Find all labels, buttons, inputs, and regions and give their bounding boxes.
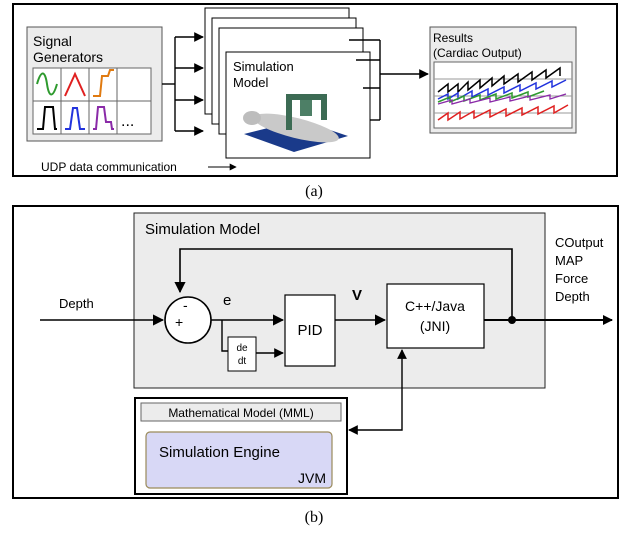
derivative-numerator: de [236, 343, 248, 354]
cpp-java-label: C++/Java [405, 298, 465, 314]
pulse-wave-icon [37, 106, 57, 130]
signal-generators-label-2: Generators [33, 49, 103, 65]
caption-a: (a) [305, 183, 323, 200]
results-label-2: (Cardiac Output) [433, 46, 522, 60]
cpr-patient-illustration [243, 94, 348, 152]
step-wave-icon [93, 69, 114, 97]
more-signals-ellipsis: ... [121, 113, 134, 130]
jni-label: (JNI) [420, 318, 450, 334]
result-trace-purple [437, 93, 567, 105]
results-fanin-lines [349, 39, 429, 121]
output-labels: COutput MAP Force Depth [555, 235, 604, 304]
jvm-label: JVM [298, 470, 326, 486]
ramp-wave-icon [65, 107, 85, 130]
derivative-denominator: dt [238, 356, 247, 367]
panel-b: Simulation Model Depth - + e de dt PID V… [12, 205, 619, 499]
result-trace-black [437, 66, 561, 94]
input-depth-label: Depth [59, 296, 94, 311]
result-trace-blue [437, 79, 567, 101]
pid-block [284, 294, 336, 367]
cpp-java-jni-block [386, 283, 485, 349]
simulation-model-label-1: Simulation [233, 59, 294, 74]
mml-label: Mathematical Model (MML) [168, 406, 313, 420]
simulation-engine-label: Simulation Engine [159, 444, 280, 461]
results-label-1: Results [433, 31, 473, 45]
error-to-derivative-path [221, 320, 228, 352]
sine-wave-icon [36, 72, 58, 96]
sum-plus-sign: + [175, 314, 183, 330]
feedback-path [174, 248, 513, 320]
simulation-model-label-2: Model [233, 75, 269, 90]
output-label: Force [555, 271, 588, 286]
result-trace-red [437, 104, 569, 122]
velocity-label: V [352, 287, 362, 304]
derivative-block [227, 336, 257, 372]
signal-generators-label-1: Signal [33, 33, 72, 49]
sum-minus-sign: - [183, 297, 188, 313]
signal-fanout-lines [162, 32, 204, 136]
pid-label: PID [297, 322, 322, 339]
output-label: MAP [555, 253, 583, 268]
error-label: e [223, 292, 231, 309]
simulation-model-block-title: Simulation Model [145, 221, 260, 238]
output-label: COutput [555, 235, 604, 250]
caption-b: (b) [305, 509, 324, 526]
simulation-engine-box [145, 431, 333, 489]
bump-wave-icon [93, 106, 114, 130]
panel-a: Signal Generators ... [12, 3, 618, 177]
signal-generators-box: Signal Generators ... [26, 26, 163, 142]
results-box: Results (Cardiac Output) [429, 26, 577, 134]
output-branch-dot [508, 316, 516, 324]
udp-communication-label: UDP data communication [41, 160, 177, 174]
triangle-wave-icon [64, 71, 86, 97]
jni-mml-link [348, 349, 407, 435]
mml-header [140, 402, 342, 422]
simulation-model-stack: Simulation Model [204, 7, 371, 159]
output-label: Depth [555, 289, 590, 304]
summing-junction [164, 296, 212, 344]
